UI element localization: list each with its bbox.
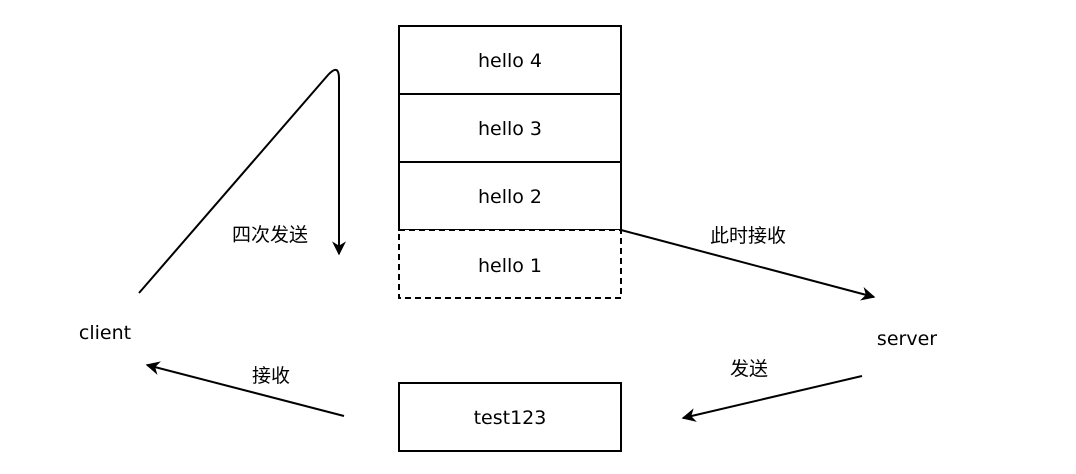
message-stack: hello 4 hello 3 hello 2 hello 1 xyxy=(398,25,622,299)
server-receive-arrow xyxy=(620,229,876,301)
reply-box-label: test123 xyxy=(474,407,547,429)
server-receive-label: 此时接收 xyxy=(710,225,786,247)
stack-item-box xyxy=(398,93,622,163)
stack-item-hello-2: hello 2 xyxy=(398,161,622,231)
client-label: client xyxy=(79,322,131,344)
stack-item-label: hello 4 xyxy=(478,50,542,72)
client-send-arrow xyxy=(138,68,346,294)
stack-item-label: hello 2 xyxy=(478,186,542,208)
client-receive-arrow xyxy=(145,361,345,417)
stack-item-hello-1: hello 1 xyxy=(398,229,622,299)
stack-item-hello-3: hello 3 xyxy=(398,93,622,163)
stack-item-box xyxy=(398,161,622,231)
stack-item-label: hello 1 xyxy=(478,255,542,277)
reply-box: test123 xyxy=(398,382,622,452)
stack-item-label: hello 3 xyxy=(478,118,542,140)
stack-item-hello-4: hello 4 xyxy=(398,25,622,95)
client-receive-label: 接收 xyxy=(252,365,290,387)
stack-item-box xyxy=(398,25,622,95)
server-send-arrow xyxy=(681,375,863,422)
reply-box-border xyxy=(398,382,622,452)
server-label: server xyxy=(877,328,937,350)
client-send-label: 四次发送 xyxy=(232,224,308,246)
stack-item-box-dashed xyxy=(398,229,622,299)
server-send-label: 发送 xyxy=(730,358,768,380)
